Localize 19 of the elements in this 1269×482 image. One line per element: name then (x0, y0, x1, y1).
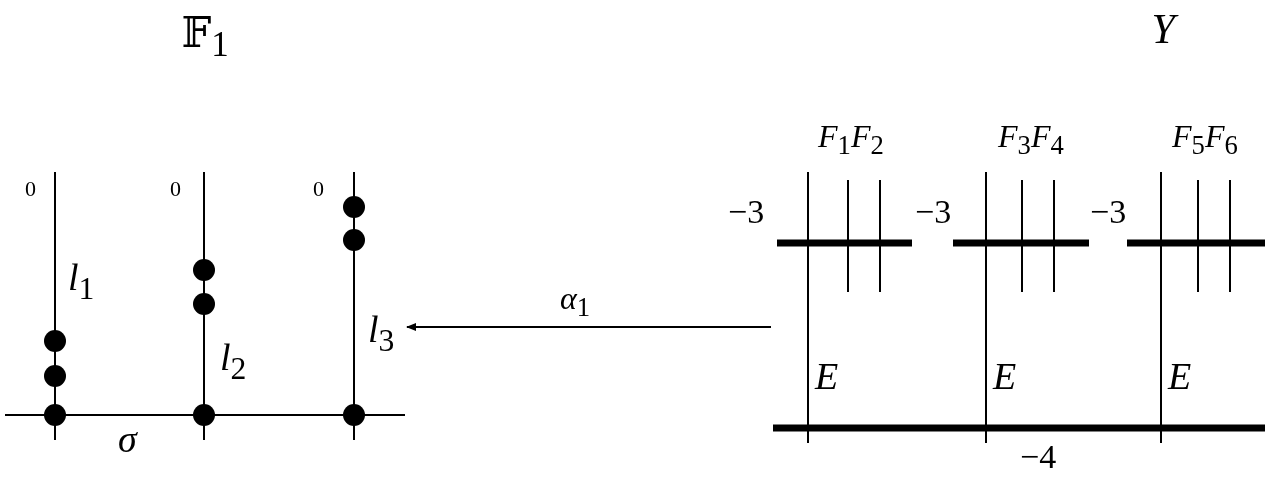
arrow (406, 323, 772, 331)
curve-label: l$_{3}$ (368, 310, 395, 357)
curve-label: σ (118, 420, 137, 458)
curve-degree: 0 (313, 178, 324, 200)
self-intersection-number: −4 (1020, 440, 1057, 474)
curve-label: F$_{1}$F$_{2}$ (818, 120, 884, 160)
panel-title: 𝔽$_{1}$ (181, 12, 229, 63)
curve-label: E (815, 357, 839, 395)
curve-label: E (1168, 357, 1192, 395)
curve-label: F$_{5}$F$_{6}$ (1172, 120, 1238, 160)
self-intersection-number: −3 (1090, 195, 1127, 229)
curve-label: l$_{1}$ (68, 258, 95, 305)
curve-label: F$_{3}$F$_{4}$ (998, 120, 1064, 160)
curve-degree: 0 (170, 178, 181, 200)
curve-degree: 0 (25, 178, 36, 200)
curve-label: E (993, 357, 1017, 395)
self-intersection-number: −3 (728, 195, 765, 229)
curve-label: l$_{2}$ (220, 338, 247, 385)
self-intersection-number: −3 (915, 195, 952, 229)
